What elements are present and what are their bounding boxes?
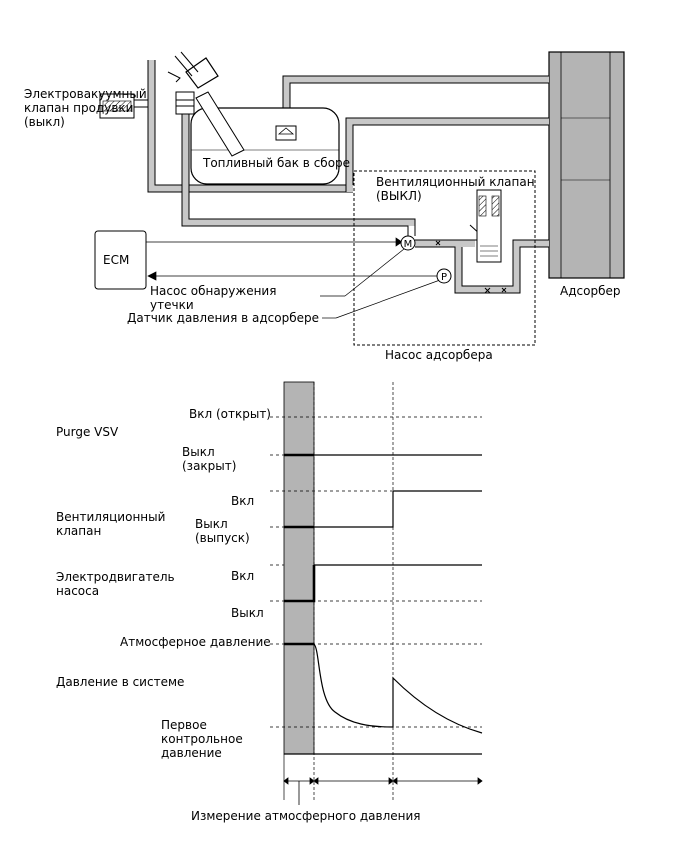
row-pressure-state-first-ref-line3: давление [161,746,222,760]
pressure-symbol-letter: P [441,272,447,283]
row-purge-vsv-state-off-line1: Выкл [182,445,215,459]
vent-valve-label-line1: Вентиляционный клапан [376,175,535,189]
row-pressure-state-first-ref-line2: контрольное [161,732,243,746]
canister [548,51,625,279]
purge-vsv-label-line3: (выкл) [24,115,65,129]
orifice-marks [435,240,507,294]
canister-sensor-label: Датчик давления в адсорбере [127,311,319,325]
row-purge-vsv-state-off-line2: (закрыт) [182,459,237,473]
leak-pump-label-line1: Насос обнаружения [150,284,277,298]
row-pressure-name: Давление в системе [56,675,185,689]
canister-pump-label: Насос адсорбера [385,348,493,362]
ecm-box [94,230,147,290]
vent-valve-label: Вентиляционный клапан (ВЫКЛ) [376,175,535,203]
row-vent-valve-state-off: Выкл (выпуск) [195,517,250,545]
row-pump-motor-state-off: Выкл [231,606,264,620]
motor-symbol-letter: M [404,239,413,250]
row-pressure-state-first-ref-line1: Первое [161,718,207,732]
row-vent-valve-name-line2: клапан [56,524,102,538]
leak-pump-label: Насос обнаружения утечки [150,284,276,312]
purge-vsv-label-line1: Электровакуумный [24,87,147,101]
vent-valve-label-line2: (ВЫКЛ) [376,189,422,203]
row-pressure-state-atm: Атмосферное давление [120,635,271,649]
row-vent-valve-state-off-line2: (выпуск) [195,531,250,545]
interval-arrows [283,777,483,805]
canister-label: Адсорбер [560,284,621,298]
leak-pump-label-line2: утечки [150,298,194,312]
row-pump-motor-name-line1: Электродвигатель [56,570,175,584]
ecm-label: ECM [103,253,130,267]
row-purge-vsv-state-off: Выкл (закрыт) [182,445,236,473]
row-vent-valve-name-line1: Вентиляционный [56,510,166,524]
row-pump-motor-name: Электродвигатель насоса [56,570,175,598]
pump-motor-symbol [400,235,416,251]
row-pump-motor-name-line2: насоса [56,584,100,598]
canister-pump-module [353,170,536,346]
reference-levels [270,416,482,728]
row-pump-motor-state-on: Вкл [231,569,255,583]
purge-vsv-valve [99,93,148,119]
fuel-tank-label: Топливный бак в сборе [203,156,351,170]
atmospheric-measurement-label: Измерение атмосферного давления [191,809,421,823]
row-purge-vsv-state-on: Вкл (открыт) [189,407,271,421]
fuel-tank [167,51,340,185]
row-vent-valve-state-off-line1: Выкл [195,517,228,531]
purge-vsv-label-line2: клапан продувки [24,101,134,115]
pressure-sensor-symbol [436,268,452,284]
row-vent-valve-name: Вентиляционный клапан [56,510,165,538]
row-pressure-state-first-ref: Первое контрольное давление [161,718,243,760]
atmospheric-measurement-band [283,381,315,755]
purge-vsv-label: Электровакуумный клапан продувки (выкл) [24,87,147,129]
row-purge-vsv-name: Purge VSV [56,425,119,439]
timing-signals [284,453,483,755]
row-vent-valve-state-on: Вкл [231,494,255,508]
signal-lines [146,237,441,319]
vent-valve [476,189,502,263]
